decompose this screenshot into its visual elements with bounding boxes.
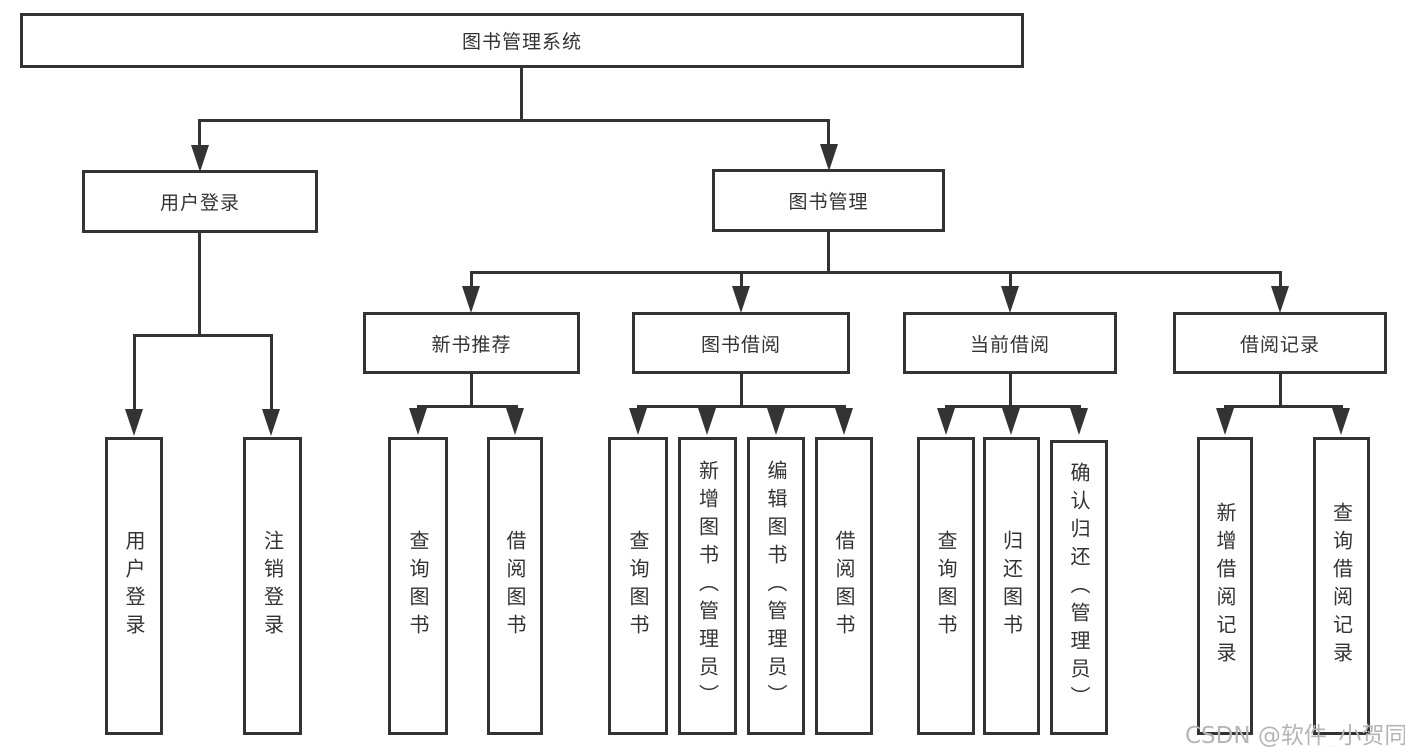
- node-book-management: 图书管理: [712, 169, 945, 232]
- connector-records-stem: [1279, 374, 1282, 408]
- leaf-cb-return-books: 归还图书: [983, 437, 1040, 735]
- csdn-watermark: CSDN @软件_小贺同学: [1185, 723, 1405, 747]
- arrow-to-logout-leaf: [262, 409, 280, 436]
- leaf-user-login-label: 用户登录: [122, 530, 146, 642]
- leaf-nb-query-books: 查询图书: [388, 437, 448, 735]
- node-library-management-system: 图书管理系统: [20, 13, 1024, 68]
- leaf-br-add-record-label: 新增借阅记录: [1213, 502, 1237, 670]
- connector-drop-book-borrow: [740, 271, 743, 287]
- leaf-cb-confirm-return-admin-label: 确认归还（管理员）: [1067, 461, 1091, 714]
- connector-drop-borrow-records: [1279, 271, 1282, 287]
- connector-level2-rail: [198, 119, 830, 122]
- leaf-nb-borrow-books: 借阅图书: [487, 437, 543, 735]
- arrow-to-br-query: [1332, 408, 1350, 435]
- leaf-br-query-record: 查询借阅记录: [1313, 437, 1370, 735]
- leaf-cb-confirm-return-admin: 确认归还（管理员）: [1050, 440, 1108, 735]
- arrow-to-borrow-records: [1271, 286, 1289, 313]
- connector-records-rail: [1224, 405, 1343, 408]
- connector-current-borrow-stem: [1009, 374, 1012, 408]
- leaf-nb-borrow-books-label: 借阅图书: [503, 530, 527, 642]
- connector-user-login-stem: [198, 233, 201, 337]
- leaf-bb-edit-books-admin-label: 编辑图书（管理员）: [764, 460, 788, 712]
- leaf-bb-add-books-admin-label: 新增图书（管理员）: [695, 460, 720, 712]
- node-current-borrowing: 当前借阅: [903, 312, 1117, 374]
- arrow-to-bb-add: [698, 408, 716, 435]
- arrow-to-user-login: [191, 145, 209, 172]
- leaf-cb-return-books-label: 归还图书: [999, 530, 1024, 642]
- arrow-to-cb-return: [1002, 408, 1020, 435]
- arrow-to-bb-query: [629, 408, 647, 435]
- arrow-to-login-leaf: [125, 409, 143, 436]
- arrow-to-cb-confirm: [1070, 408, 1088, 435]
- connector-drop-login-leaf: [133, 334, 136, 410]
- arrow-to-cb-query: [937, 408, 955, 435]
- leaf-user-login: 用户登录: [105, 437, 163, 735]
- arrow-to-book-management: [820, 144, 838, 171]
- arrow-to-bb-edit: [767, 408, 785, 435]
- connector-root-stem: [520, 68, 523, 121]
- arrow-to-nb-query: [409, 408, 427, 435]
- connector-user-login-rail: [133, 334, 273, 337]
- arrow-to-current-borrow: [1001, 286, 1019, 313]
- leaf-bb-borrow-books: 借阅图书: [815, 437, 873, 735]
- leaf-bb-borrow-books-label: 借阅图书: [832, 530, 856, 642]
- connector-new-book-rail: [417, 405, 518, 408]
- leaf-br-add-record: 新增借阅记录: [1197, 437, 1253, 735]
- connector-new-book-stem: [470, 374, 473, 408]
- connector-drop-current-borrow: [1009, 271, 1012, 287]
- arrow-to-br-add: [1216, 408, 1234, 435]
- leaf-logout: 注销登录: [243, 437, 302, 735]
- leaf-bb-query-books: 查询图书: [608, 437, 668, 735]
- connector-drop-new-book: [470, 271, 473, 287]
- connector-book-borrow-stem: [740, 374, 743, 408]
- leaf-bb-query-books-label: 查询图书: [626, 530, 650, 642]
- arrow-to-nb-borrow: [506, 408, 524, 435]
- node-book-borrowing: 图书借阅: [632, 312, 850, 374]
- node-borrowing-records: 借阅记录: [1173, 312, 1387, 374]
- connector-drop-logout-leaf: [270, 334, 273, 410]
- leaf-bb-add-books-admin: 新增图书（管理员）: [678, 437, 737, 735]
- leaf-bb-edit-books-admin: 编辑图书（管理员）: [747, 437, 805, 735]
- connector-level3-rail: [470, 271, 1282, 274]
- connector-current-borrow-rail: [945, 405, 1081, 408]
- leaf-logout-label: 注销登录: [260, 530, 285, 642]
- arrow-to-new-book: [462, 286, 480, 313]
- node-new-book-recommend: 新书推荐: [363, 312, 580, 374]
- connector-drop-user-login: [198, 119, 201, 149]
- arrow-to-book-borrow: [732, 286, 750, 313]
- node-user-login: 用户登录: [82, 170, 318, 233]
- leaf-br-query-record-label: 查询借阅记录: [1329, 502, 1354, 670]
- connector-drop-book-management: [827, 119, 830, 147]
- leaf-nb-query-books-label: 查询图书: [406, 530, 430, 642]
- connector-book-mgmt-stem: [827, 232, 830, 273]
- connector-book-borrow-rail: [637, 405, 846, 408]
- leaf-cb-query-books-label: 查询图书: [934, 530, 958, 642]
- arrow-to-bb-borrow: [835, 408, 853, 435]
- leaf-cb-query-books: 查询图书: [917, 437, 975, 735]
